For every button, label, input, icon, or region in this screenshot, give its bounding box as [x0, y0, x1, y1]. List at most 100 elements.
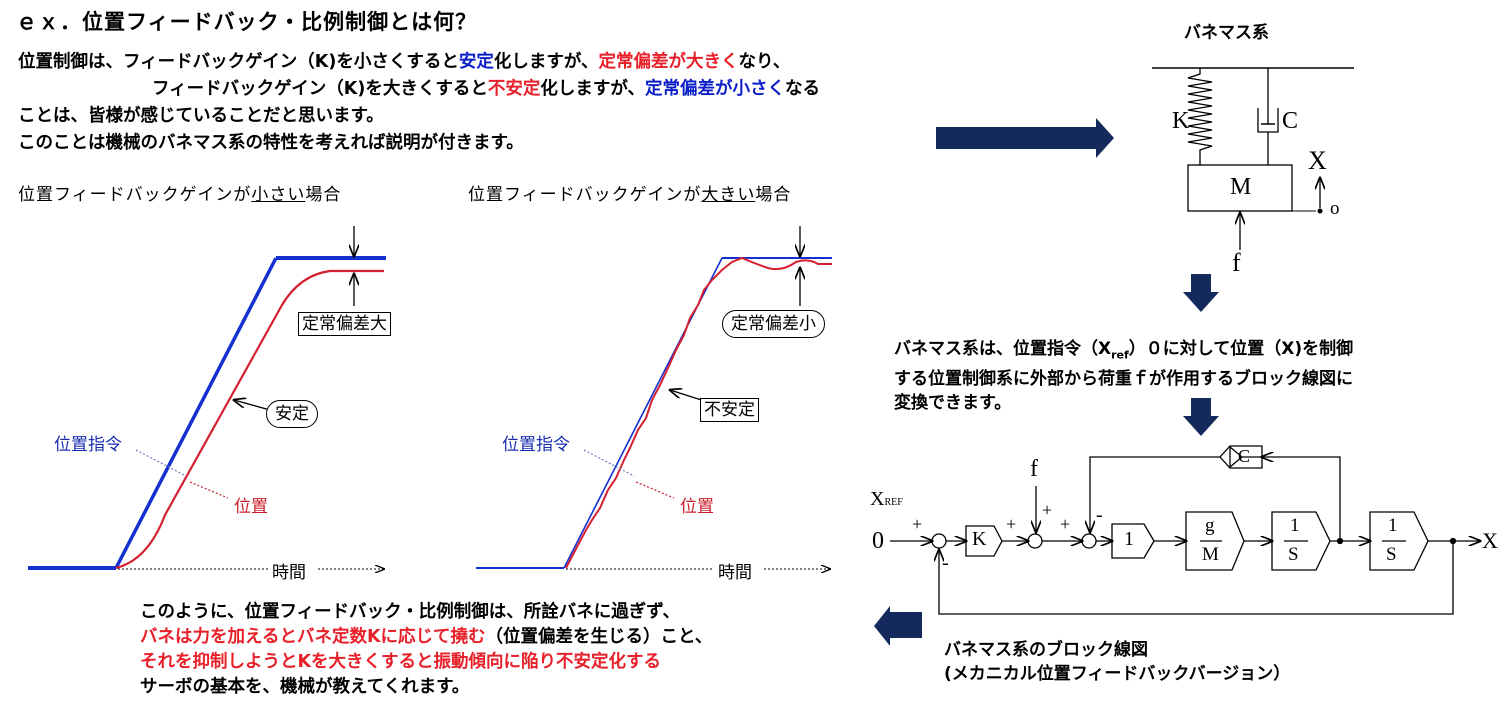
right-position-leader — [635, 481, 675, 499]
intro-2d: 定常偏差が小さく — [645, 79, 786, 99]
right-arrow — [936, 118, 1114, 158]
sum2-plus-top: + — [1042, 500, 1053, 520]
conversion-desc: バネマス系は、位置指令（Xref）０に対して位置（X)を制御 する位置制御系に外… — [894, 337, 1353, 415]
damping-path-in — [1262, 457, 1341, 541]
left-caption-pre: 位置フィードバックゲインが — [18, 185, 252, 205]
conclusion-text: このように、位置フィードバック・比例制御は、所詮バネに過ぎず、 バネは力を加える… — [140, 600, 712, 700]
block-caption-line-2: (メカニカル位置フィードバックバージョン） — [944, 664, 1291, 684]
right-position-curve — [565, 256, 832, 569]
intro-1d: 定常偏差が大きく — [598, 52, 739, 72]
right-stability-label: 不安定 — [700, 398, 759, 422]
left-stability-label: 安定 — [266, 400, 318, 428]
sum3 — [1081, 533, 1097, 549]
block-int1 — [1271, 511, 1331, 571]
left-command-leader — [135, 449, 187, 477]
origin-label: o — [1330, 198, 1340, 219]
right-position-label: 位置 — [680, 497, 714, 517]
block-int2 — [1369, 511, 1429, 571]
spring-mass-title: バネマス系 — [1184, 23, 1269, 43]
block-c — [1219, 445, 1263, 469]
block-c-label: C — [1238, 446, 1251, 466]
spring — [1187, 68, 1213, 165]
block-k-label: K — [972, 528, 987, 550]
damper-c-label: C — [1282, 108, 1299, 134]
conversion-desc-line-1: バネマス系は、位置指令（Xref）０に対して位置（X)を制御 — [894, 337, 1353, 367]
block-one-label: 1 — [1124, 528, 1134, 550]
intro-2b: 不安定 — [487, 79, 541, 99]
left-time-label: 時間 — [272, 563, 306, 583]
damping-path-out — [1090, 456, 1220, 532]
left-stable-leader — [234, 400, 271, 411]
left-command-ramp — [114, 257, 278, 569]
displacement-x-label: X — [1308, 146, 1327, 175]
page-title: ｅｘ．位置フィードバック・比例制御とは何？ — [16, 10, 478, 34]
intro-line-4: このことは機械のバネマス系の特性を考えれば説明が付きます。 — [18, 133, 524, 153]
damping-tip — [1229, 445, 1262, 469]
left-caption-post: 場合 — [305, 185, 342, 205]
conclusion-line-2-black: （位置偏差を生じる）こと、 — [485, 627, 713, 647]
spring-mass-system — [1152, 67, 1354, 250]
block-diagram-caption: バネマス系のブロック線図 (メカニカル位置フィードバックバージョン） — [944, 638, 1290, 686]
sum3-plus: + — [1060, 514, 1071, 534]
left-arrow — [874, 606, 922, 646]
sum1-minus: - — [942, 552, 949, 574]
right-graph-caption: 位置フィードバックゲインが大きい場合 — [468, 180, 791, 205]
conclusion-line-2-red: バネは力を加えるとバネ定数Kに応じて撓む — [140, 627, 486, 647]
sum1-plus: + — [912, 514, 923, 534]
int2-den: S — [1386, 544, 1397, 565]
ref-zero: 0 — [872, 528, 884, 554]
right-caption-post: 場合 — [755, 185, 792, 205]
right-time-label: 時間 — [718, 563, 752, 583]
left-graph — [28, 226, 386, 569]
output-x-label: X — [1482, 528, 1498, 553]
down-arrow-1 — [1183, 274, 1219, 312]
spring-k-label: K — [1172, 108, 1190, 134]
xref-label: XREF — [870, 488, 903, 511]
conclusion-line-1: このように、位置フィードバック・比例制御は、所詮バネに過ぎず、 — [140, 602, 681, 622]
mass-block — [1187, 164, 1293, 212]
ref-dot — [1317, 208, 1323, 214]
block-k — [965, 525, 1003, 557]
block-one — [1111, 523, 1155, 559]
block-f-label: f — [1030, 456, 1038, 482]
sum1 — [931, 533, 947, 549]
intro-line-3: ことは、皆様が感じていることだと思います。 — [18, 106, 384, 126]
sum3-minus: - — [1096, 504, 1103, 526]
conversion-desc-line-3: 変換できます。 — [894, 393, 1012, 414]
intro-2c: 化しますが、 — [540, 79, 646, 99]
intro-1a: 位置制御は、フィードバックゲイン（K)を小さくすると — [18, 52, 459, 72]
block-diagram — [890, 445, 1480, 615]
intro-2e: なる — [785, 79, 821, 99]
right-caption-underlined: 大きい — [701, 185, 756, 205]
conclusion-line-3: それを抑制しようとKを大きくすると振動傾向に陥り不安定化する — [140, 652, 662, 672]
xref-sub: REF — [884, 497, 903, 508]
conclusion-line-2: バネは力を加えるとバネ定数Kに応じて撓む（位置偏差を生じる）こと、 — [140, 625, 712, 650]
conversion-desc-line-2: する位置制御系に外部から荷重ｆが作用するブロック線図に — [894, 369, 1353, 390]
int2-num: 1 — [1388, 515, 1398, 536]
sum2 — [1027, 533, 1043, 549]
right-graph — [476, 226, 832, 569]
int1-den: S — [1288, 544, 1299, 565]
down-arrow-2 — [1183, 398, 1219, 436]
mass-m-label: M — [1230, 174, 1252, 200]
right-command-leader — [583, 449, 635, 477]
block-m-label: M — [1202, 544, 1219, 565]
intro-line-1: 位置制御は、フィードバックゲイン（K)を小さくすると安定化しますが、定常偏差が大… — [18, 48, 790, 73]
position-feedback — [939, 541, 1454, 615]
left-position-leader — [189, 481, 229, 499]
force-f-label: f — [1232, 248, 1241, 277]
desc-sub: ref — [1111, 348, 1129, 362]
block-gm — [1185, 511, 1245, 571]
intro-1e: なり、 — [738, 52, 791, 72]
right-command-label: 位置指令 — [502, 435, 570, 455]
intro-1b: 安定 — [458, 52, 494, 72]
intro-2a: フィードバックゲイン（K)を大きくすると — [152, 79, 488, 99]
xref-main: X — [870, 488, 885, 510]
intro-1c: 化しますが、 — [493, 52, 599, 72]
desc-p1: バネマス系は、位置指令（X — [894, 339, 1112, 359]
right-error-label: 定常偏差小 — [722, 310, 825, 338]
left-error-label: 定常偏差大 — [298, 312, 391, 336]
right-caption-pre: 位置フィードバックゲインが — [468, 185, 702, 205]
left-caption-underlined: 小さい — [251, 185, 306, 205]
left-command-label: 位置指令 — [54, 435, 122, 455]
